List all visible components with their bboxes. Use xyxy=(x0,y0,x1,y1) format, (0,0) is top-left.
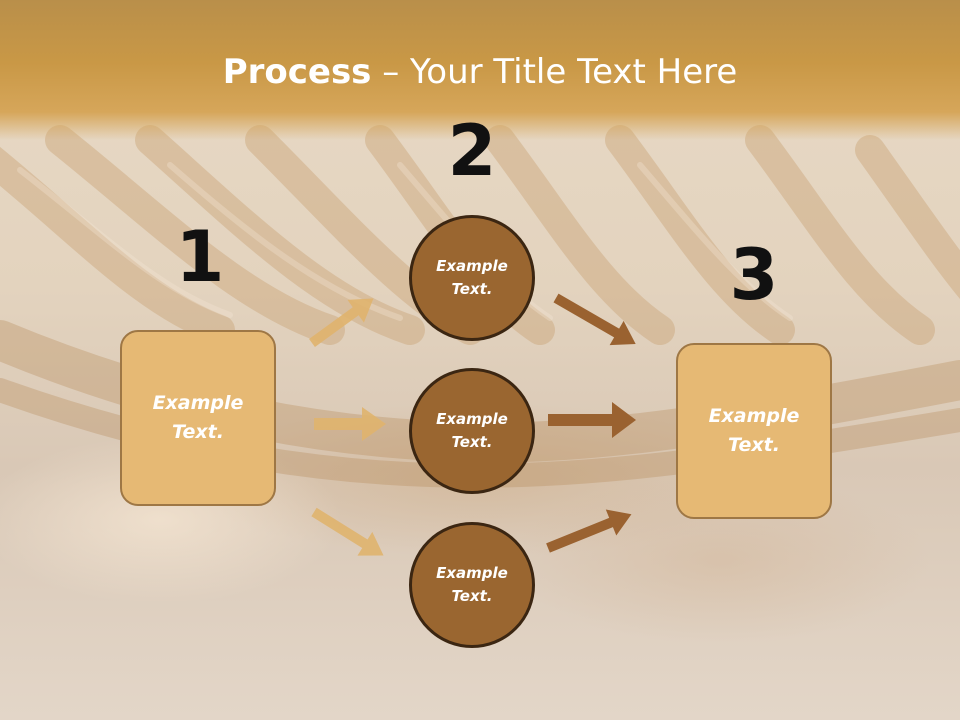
step-2-node-1: Example Text. xyxy=(409,215,535,341)
slide-title: Process – Your Title Text Here xyxy=(0,52,960,92)
title-bar xyxy=(0,0,960,140)
step-3-box: Example Text. xyxy=(676,343,832,519)
arrow-1-to-2b xyxy=(314,407,386,441)
arrow-1-to-2a xyxy=(309,298,374,348)
step-2-node-2: Example Text. xyxy=(409,368,535,494)
arrow-2a-to-3 xyxy=(553,293,636,346)
step-1-box: Example Text. xyxy=(120,330,276,506)
arrow-2c-to-3 xyxy=(546,509,632,553)
step-1-text: Example Text. xyxy=(152,392,244,443)
step-number-1: 1 xyxy=(175,216,225,298)
step-2-node-2-text: Example Text. xyxy=(436,410,508,451)
step-2-node-1-text: Example Text. xyxy=(436,257,508,298)
step-number-2: 2 xyxy=(447,110,497,192)
arrow-2b-to-3 xyxy=(548,402,636,438)
arrow-1-to-2c xyxy=(311,507,384,556)
title-rest: – Your Title Text Here xyxy=(371,52,738,92)
step-3-text: Example Text. xyxy=(708,405,800,456)
step-2-node-3-text: Example Text. xyxy=(436,564,508,605)
step-2-node-3: Example Text. xyxy=(409,522,535,648)
step-number-3: 3 xyxy=(729,234,779,316)
title-bold: Process xyxy=(222,52,372,92)
